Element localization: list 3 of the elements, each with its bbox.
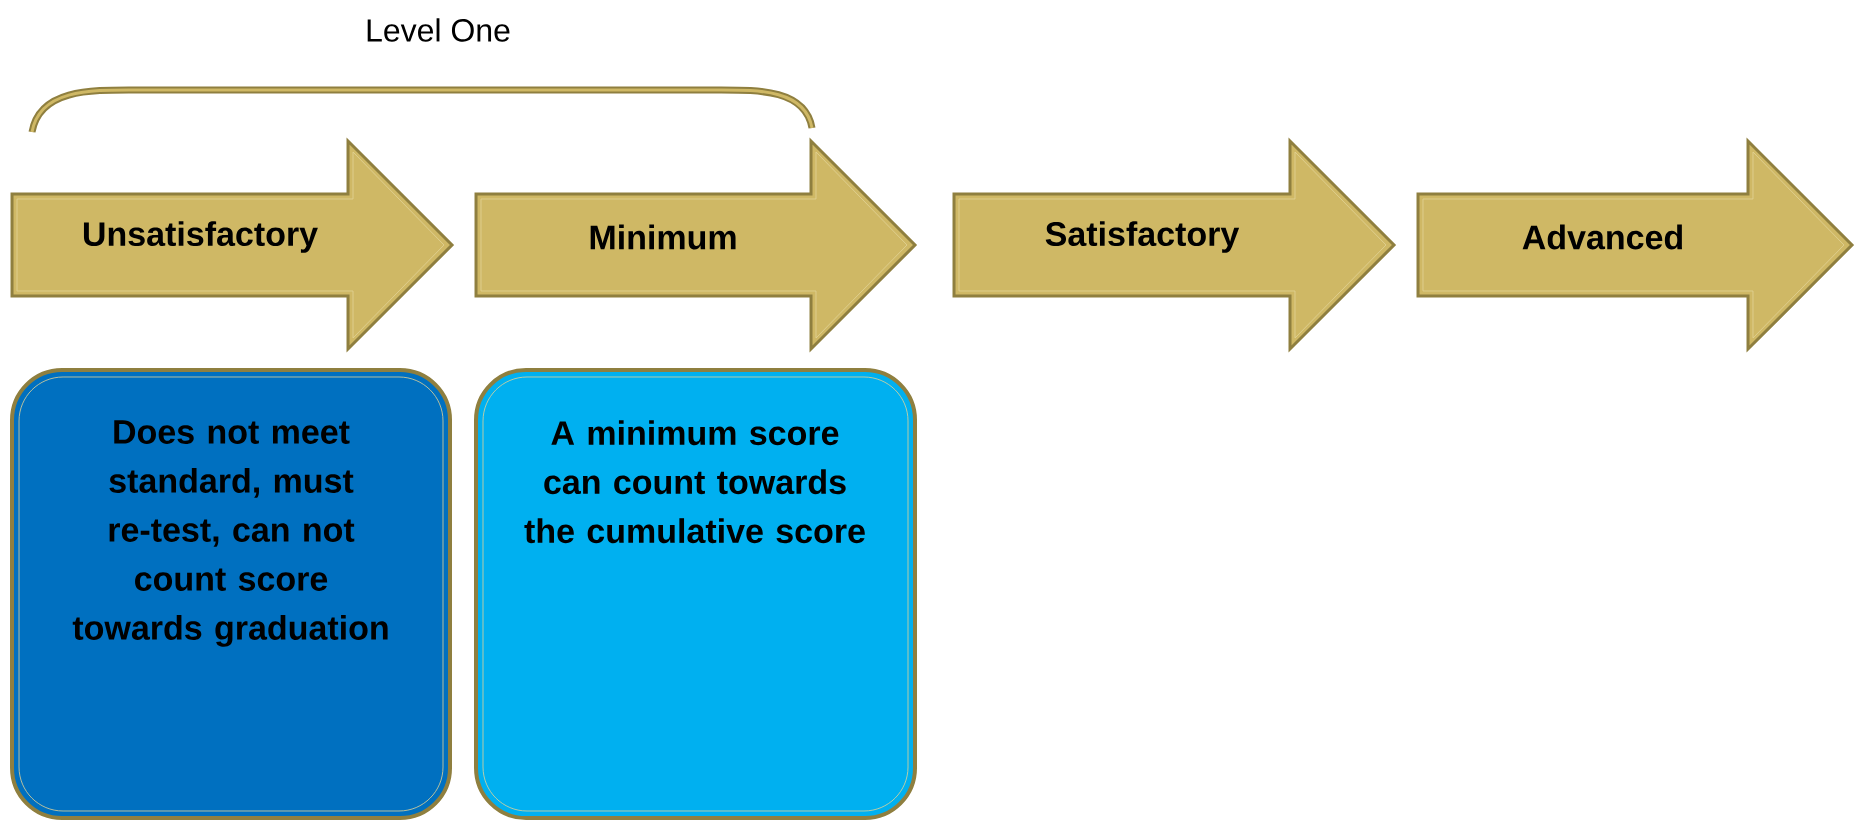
rounded-box: A minimum score can count towards the cumulative score — [474, 368, 917, 820]
rounded-box: Does not meet standard, must re-test, can not count score towards graduation — [10, 368, 452, 820]
title-label: Level One — [367, 18, 510, 42]
